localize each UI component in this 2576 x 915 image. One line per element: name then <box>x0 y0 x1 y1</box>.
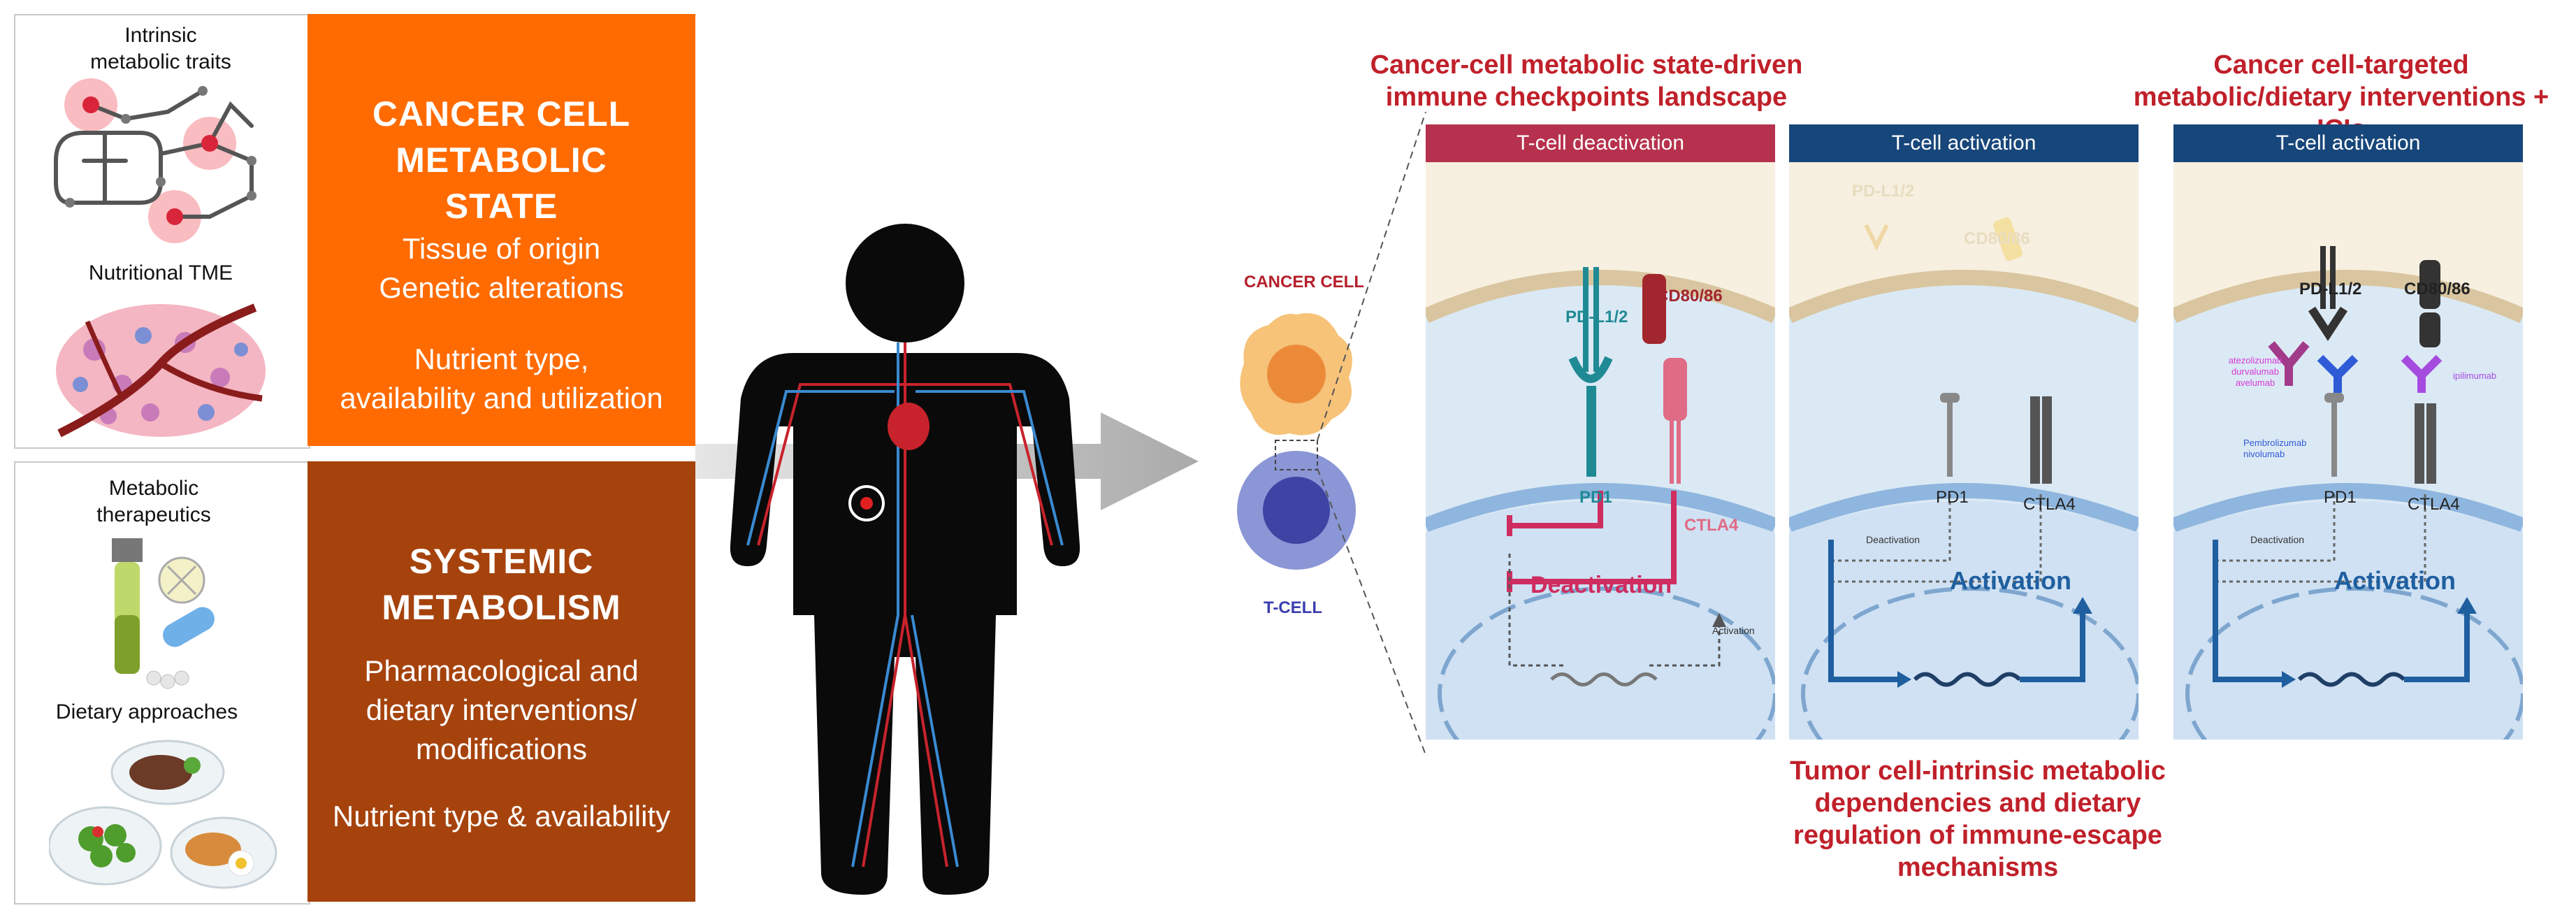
targeted-title: Cancer cell-targeted metabolic/dietary i… <box>2133 50 2549 144</box>
nutritional-tme-label: Nutritional TME <box>88 261 233 284</box>
panel3-small-label: Deactivation <box>2250 534 2305 545</box>
pills-vial-icon <box>112 538 215 689</box>
panel3-receptor1: PD1 <box>2324 488 2357 507</box>
panel1-receptor1: PD1 <box>1579 488 1612 507</box>
panel1-big-label: Deactivation <box>1531 572 1672 598</box>
panel3-ligand1: PD-L1/2 <box>2299 280 2362 298</box>
panel1-small-label: Activation <box>1712 625 1755 636</box>
panel-activation-2: T-cell activation PD-L1/2 CD80/86 atezol… <box>2173 124 2523 740</box>
systemic-heading: SYSTEMIC METABOLISM <box>382 542 621 627</box>
panel3-ligand2: CD80/86 <box>2404 280 2470 298</box>
metabolic-network-icon <box>54 78 256 243</box>
panel3-ctla4-drug: ipilimumab <box>2453 370 2497 381</box>
panel2-ligand2: CD80/86 <box>1964 229 2030 248</box>
cancer-state-heading: CANCER CELL METABOLIC STATE <box>372 94 631 226</box>
panel1-receptor2: CTLA4 <box>1684 516 1739 535</box>
landscape-title: Cancer-cell metabolic state-driven immun… <box>1370 50 1803 112</box>
cancer-cell-label: CANCER CELL <box>1244 273 1364 291</box>
panel1-header: T-cell deactivation <box>1426 124 1775 162</box>
systemic-line3: modifications <box>415 733 588 765</box>
panel-activation-1: T-cell activation PD-L1/2 CD80/86 PD1 CT… <box>1789 124 2139 740</box>
cancer-tcell-pair-icon <box>1237 313 1356 570</box>
cancer-state-line2: Genetic alterations <box>379 271 624 304</box>
human-body-figure <box>730 224 1080 895</box>
panel2-small-label: Deactivation <box>1866 534 1920 545</box>
cancer-state-line1: Tissue of origin <box>402 232 601 265</box>
panel2-membranes <box>1789 162 2139 740</box>
panel1-ligand1: PD-L1/2 <box>1565 308 1628 326</box>
panel3-receptor2: CTLA4 <box>2408 495 2460 514</box>
panel1-ligand2: CD80/86 <box>1656 287 1723 305</box>
panel1-membranes <box>1426 162 1775 740</box>
dietary-approaches-label: Dietary approaches <box>55 700 238 723</box>
systemic-metabolism-box: SYSTEMIC METABOLISM Pharmacological and … <box>307 461 695 902</box>
food-plates-icon <box>49 740 277 889</box>
panel3-membranes <box>2173 162 2523 740</box>
panel2-header: T-cell activation <box>1789 124 2139 162</box>
cancer-state-line4: availability and utilization <box>340 382 663 415</box>
cancer-metabolic-state-box: CANCER CELL METABOLIC STATE Tissue of or… <box>307 14 695 446</box>
dependencies-title: Tumor cell-intrinsic metabolic dependenc… <box>1790 756 2166 882</box>
metabolic-therapeutics-label: Metabolic therapeutics <box>96 477 211 526</box>
systemic-line4: Nutrient type & availability <box>332 800 671 833</box>
systemic-line1: Pharmacological and <box>364 654 639 687</box>
panel3-header: T-cell activation <box>2173 124 2523 162</box>
panel3-pd1-drugs: Pembrolizumab nivolumab <box>2243 438 2307 459</box>
panel3-pdl1-drugs: atezolizumab durvalumab avelumab <box>2228 355 2282 388</box>
tumor-microenvironment-icon <box>56 303 266 438</box>
cancer-state-line3: Nutrient type, <box>414 343 589 375</box>
panel3-big-label: Activation <box>2334 566 2456 595</box>
intrinsic-traits-label: Intrinsic metabolic traits <box>90 24 231 73</box>
zoom-lines <box>1317 112 1426 755</box>
tcell-label: T-CELL <box>1264 598 1322 617</box>
panel-deactivation: T-cell deactivation PD-L1/2 CD80/86 PD1 … <box>1426 124 1775 740</box>
panel2-receptor1: PD1 <box>1936 488 1969 507</box>
systemic-line2: dietary interventions/ <box>366 693 637 726</box>
panel2-receptor2: CTLA4 <box>2023 495 2076 514</box>
panel2-ligand1: PD-L1/2 <box>1852 182 1915 201</box>
panel2-big-label: Activation <box>1950 566 2072 595</box>
